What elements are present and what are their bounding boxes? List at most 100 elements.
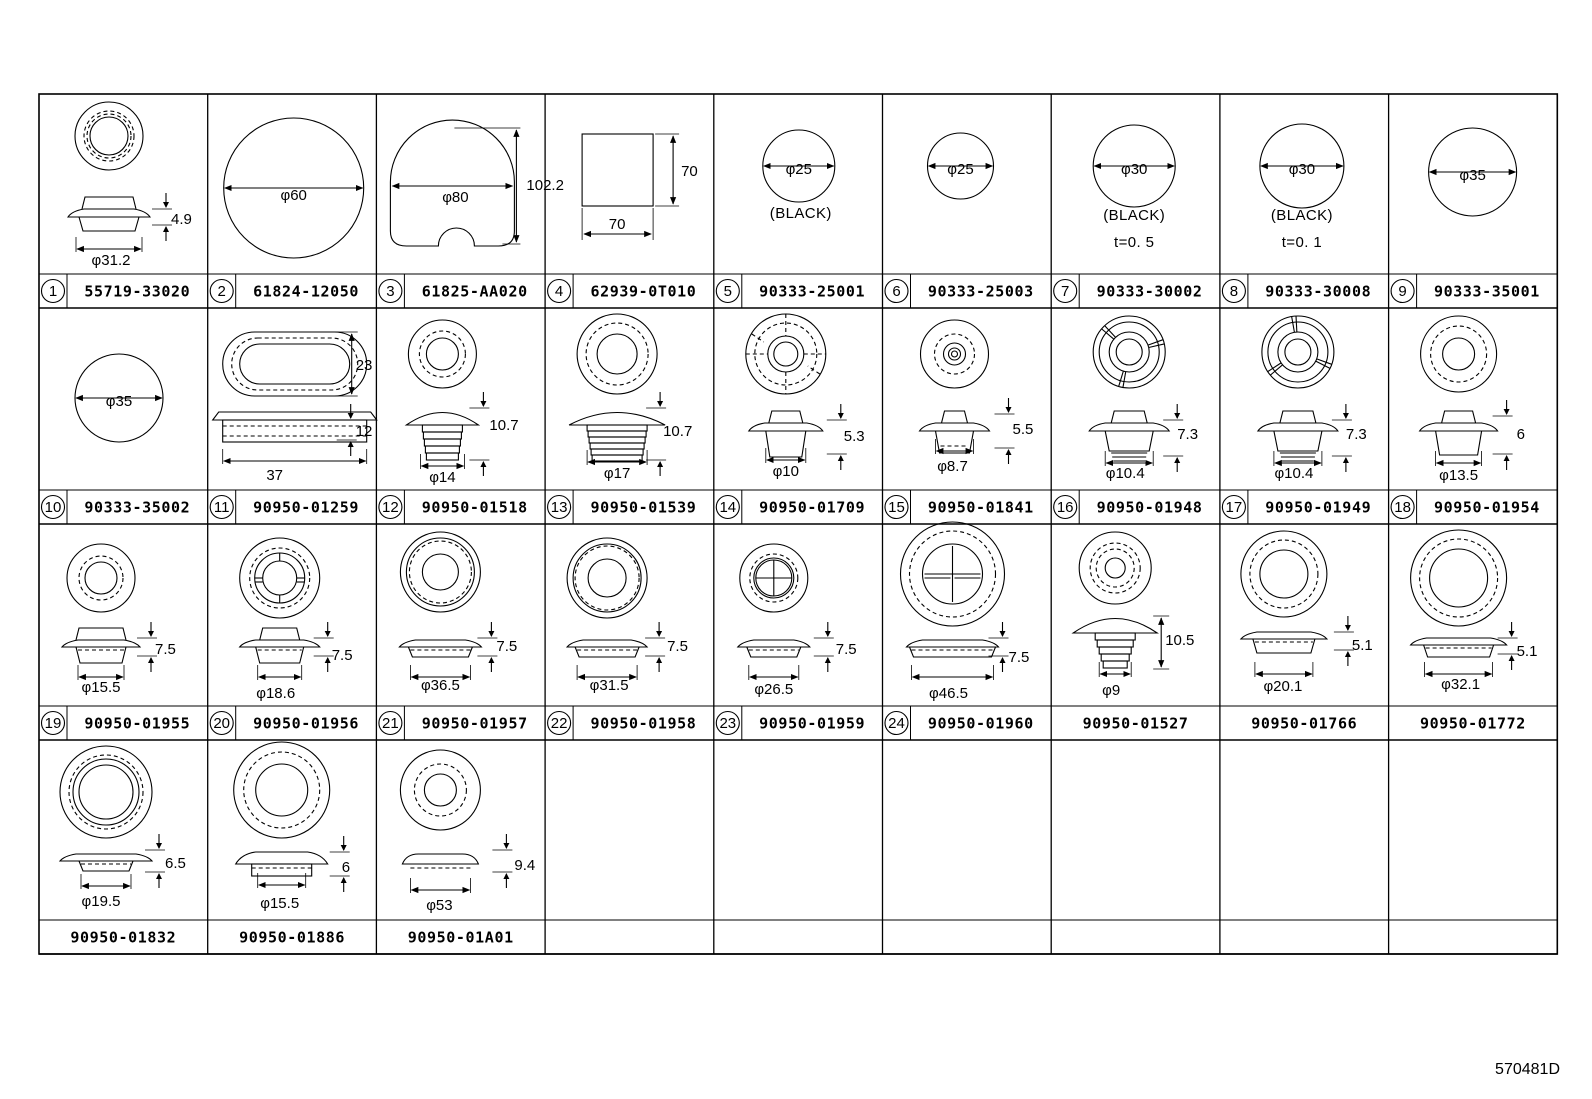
index-circle <box>378 494 403 520</box>
part-number: 61824-12050 <box>253 283 359 301</box>
part-number: 90950-01832 <box>70 929 176 947</box>
part-number: 90333-30008 <box>1265 283 1371 301</box>
index-badge: 22 <box>547 706 574 740</box>
dimension-label: φ31.2 <box>92 252 131 269</box>
part-figure <box>736 543 834 681</box>
index-badge: 14 <box>715 490 743 524</box>
part-number: 90333-35001 <box>1434 283 1540 301</box>
dimension-label: φ14 <box>429 469 455 486</box>
index-badge: 4 <box>547 274 574 308</box>
index-badge: 19 <box>40 706 68 740</box>
index-badge: 8 <box>1221 274 1249 308</box>
part-number: 90950-01955 <box>84 715 190 733</box>
part-figure <box>1418 315 1513 470</box>
dimension-label: φ30 <box>1121 161 1147 178</box>
index-number: 14 <box>719 499 736 516</box>
index-badge: 20 <box>209 706 237 740</box>
index-number: 6 <box>892 283 900 300</box>
dimension-label: 10.7 <box>663 423 692 440</box>
part-figure <box>211 331 378 465</box>
index-number: 5 <box>724 283 732 300</box>
index-number: 15 <box>888 499 905 516</box>
dimension-label: φ18.6 <box>256 685 295 702</box>
dimension-label: φ80 <box>442 189 468 206</box>
dimension-label: 70 <box>681 163 698 180</box>
dimension-label: 7.5 <box>155 641 176 658</box>
index-number: 22 <box>551 715 568 732</box>
dimension-label: φ31.5 <box>590 677 629 694</box>
index-circle <box>715 278 740 304</box>
part-number: 90950-01518 <box>422 499 528 517</box>
index-badge: 7 <box>1053 274 1080 308</box>
index-number: 12 <box>382 499 399 516</box>
index-circle <box>40 278 66 304</box>
index-badge: 21 <box>378 706 405 740</box>
part-figure <box>762 129 836 203</box>
part-number: 90333-35002 <box>84 499 190 517</box>
index-badge: 12 <box>378 490 405 524</box>
dimension-label: φ36.5 <box>421 677 460 694</box>
index-circle <box>378 278 403 304</box>
index-badge: 11 <box>209 490 237 524</box>
parts-grid <box>38 93 1559 955</box>
index-number: 16 <box>1057 499 1074 516</box>
dimension-label: 6 <box>1517 426 1525 443</box>
part-figure <box>1259 123 1345 209</box>
index-circle <box>1221 494 1246 520</box>
part-figure <box>398 531 498 681</box>
index-circle <box>547 710 572 736</box>
part-number: 90333-25001 <box>759 283 865 301</box>
part-figure <box>565 537 666 681</box>
note-label: (BLACK) <box>1103 207 1165 224</box>
index-badge: 23 <box>715 706 743 740</box>
index-number: 2 <box>218 283 226 300</box>
index-badge: 13 <box>547 490 574 524</box>
part-figure <box>926 132 995 200</box>
note-label: t=0. 1 <box>1282 234 1322 251</box>
dimension-label: φ35 <box>106 393 132 410</box>
part-figure <box>58 745 165 890</box>
part-figure <box>238 537 334 681</box>
index-badge: 2 <box>209 274 237 308</box>
index-circle <box>715 494 740 520</box>
dimension-label: 5.1 <box>1517 643 1538 660</box>
part-figure <box>1088 315 1184 472</box>
index-circle <box>40 710 66 736</box>
index-number: 3 <box>386 283 394 300</box>
part-number: 90950-01960 <box>928 715 1034 733</box>
dimension-label: φ10.4 <box>1274 465 1313 482</box>
part-figure <box>1239 530 1354 678</box>
dimension-label: φ10 <box>773 463 799 480</box>
dimension-label: φ13.5 <box>1439 467 1478 484</box>
dimension-label: 5.1 <box>1352 637 1373 654</box>
dimension-label: φ10.4 <box>1106 465 1145 482</box>
part-figure <box>918 319 1015 464</box>
part-figure <box>1092 124 1176 208</box>
part-number: 90333-30002 <box>1097 283 1203 301</box>
part-figure <box>1071 531 1170 678</box>
part-number: 90950-01959 <box>759 715 865 733</box>
index-badge: 17 <box>1221 490 1249 524</box>
part-number: 90950-01527 <box>1083 715 1189 733</box>
dimension-label: 10.7 <box>489 417 518 434</box>
part-figure <box>581 133 680 240</box>
index-badge: 24 <box>884 706 911 740</box>
index-circle <box>40 494 66 520</box>
dimension-label: φ15.5 <box>82 679 121 696</box>
index-circle <box>1221 278 1246 304</box>
figures <box>58 101 1518 894</box>
dimension-label: φ35 <box>1459 167 1485 184</box>
part-figure <box>60 543 157 681</box>
index-number: 9 <box>1398 283 1406 300</box>
index-badge: 18 <box>1390 490 1418 524</box>
dimension-label: φ25 <box>786 161 812 178</box>
part-number: 90950-01A01 <box>408 929 514 947</box>
part-figure <box>233 741 350 892</box>
index-number: 4 <box>555 283 563 300</box>
part-number: 90950-01841 <box>928 499 1034 517</box>
index-number: 20 <box>213 715 230 732</box>
part-number: 90950-01956 <box>253 715 359 733</box>
part-number: 90950-01958 <box>590 715 696 733</box>
